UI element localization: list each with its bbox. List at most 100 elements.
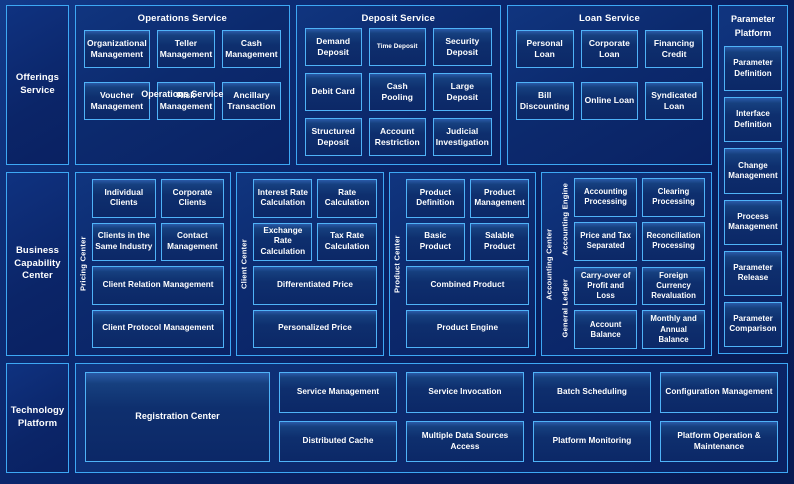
card-registration-center[interactable]: Registration Center (85, 372, 270, 462)
card-differentiated-price[interactable]: Differentiated Price (253, 266, 377, 305)
group-product-center[interactable]: Product Center Product Definition Produc… (388, 172, 537, 356)
accounting-engine-card-grid: Accounting Processing Clearing Processin… (572, 178, 706, 261)
card-carry-over-of-profit-and-loss[interactable]: Carry-over of Profit and Loss (574, 266, 638, 306)
card-basic-product[interactable]: Basic Product (405, 222, 465, 261)
group-title-deposit-service: Deposit Service (361, 13, 436, 24)
card-contact-management[interactable]: Contact Management (160, 222, 225, 261)
card-combined-product[interactable]: Combined Product (405, 266, 530, 305)
group-pricing-center[interactable]: Pricing Center Individual Clients Corpor… (75, 172, 232, 356)
card-ancillary-transaction[interactable]: Ancillary Transaction (222, 82, 281, 120)
card-parameter-comparison[interactable]: Parameter Comparison (724, 301, 782, 348)
product-center-card-grid: Product Definition Product Management Ba… (404, 173, 536, 355)
card-structured-deposit[interactable]: Structured Deposit (304, 118, 362, 156)
card-teller-management[interactable]: Teller Management (156, 30, 216, 68)
vertical-label-accounting-engine: Accounting Engine (560, 182, 570, 256)
layer-label-technology-platform: Technology Platform (6, 363, 69, 473)
card-reconciliation-processing[interactable]: Reconciliation Processing (642, 221, 706, 261)
card-interest-rate-calculation[interactable]: Interest Rate Calculation (253, 179, 313, 218)
card-change-management[interactable]: Change Management (724, 148, 782, 194)
accounting-center-inner: Accounting Engine Accounting Processing … (556, 173, 711, 355)
card-risk-management[interactable]: Risk Management (156, 82, 216, 120)
group-technology-platform[interactable]: Registration Center Service Management S… (75, 363, 788, 473)
group-client-center[interactable]: Client Center Interest Rate Calculation … (236, 172, 384, 356)
card-price-and-tax-separated[interactable]: Price and Tax Separated (574, 221, 638, 261)
technology-platform-text: Technology Platform (10, 405, 65, 429)
group-parameter-platform[interactable]: Parameter Platform Parameter Definition … (718, 5, 788, 354)
card-service-management[interactable]: Service Management (279, 372, 397, 413)
card-personal-loan[interactable]: Personal Loan (515, 30, 574, 68)
vertical-label-client-center: Client Center (239, 239, 249, 289)
card-cash-pooling[interactable]: Cash Pooling (368, 73, 426, 111)
card-parameter-release[interactable]: Parameter Release (724, 250, 782, 296)
card-client-protocol-management[interactable]: Client Protocol Management (92, 309, 225, 348)
card-account-balance[interactable]: Account Balance (574, 310, 638, 349)
vertical-label-accounting-center: Accounting Center (544, 228, 554, 300)
group-title-operations-service: Operations Service (137, 13, 227, 24)
card-salable-product[interactable]: Salable Product (469, 222, 530, 261)
registration-center-wrapper: Registration Center (85, 372, 270, 462)
layer-label-offerings-service: Offerings Service (6, 5, 69, 165)
card-product-definition[interactable]: Product Definition (405, 179, 465, 218)
vertical-label-pricing-center: Pricing Center (78, 236, 88, 292)
card-multiple-data-sources-access[interactable]: Multiple Data Sources Access (406, 421, 524, 462)
card-platform-operation-maintenance[interactable]: Platform Operation & Maintenance (660, 421, 778, 462)
card-personalized-price[interactable]: Personalized Price (253, 309, 377, 348)
card-security-deposit[interactable]: Security Deposit (432, 28, 492, 66)
card-clearing-processing[interactable]: Clearing Processing (642, 178, 706, 217)
card-monthly-and-annual-balance[interactable]: Monthly and Annual Balance (642, 310, 706, 349)
technology-platform-card-grid: Service Management Service Invocation Ba… (279, 372, 778, 462)
card-foreign-currency-revaluation[interactable]: Foreign Currency Revaluation (642, 266, 706, 306)
technology-platform-row: Technology Platform Registration Center … (6, 363, 788, 473)
card-product-management[interactable]: Product Management (469, 179, 530, 218)
offerings-service-text: Offerings Service (15, 72, 60, 96)
deposit-service-card-grid: Demand Deposit Time Deposit Security Dep… (297, 24, 500, 165)
card-judicial-investigation[interactable]: Judicial Investigation (432, 118, 492, 156)
card-tax-rate-calculation[interactable]: Tax Rate Calculation (317, 222, 377, 261)
group-deposit-service[interactable]: Deposit Service Demand Deposit Time Depo… (295, 5, 501, 165)
loan-service-card-grid: Personal Loan Corporate Loan Financing C… (508, 24, 711, 129)
card-debit-card[interactable]: Debit Card (304, 73, 362, 111)
card-accounting-processing[interactable]: Accounting Processing (574, 178, 638, 217)
group-operations-service[interactable]: Operations Service Operations Service Or… (75, 5, 290, 165)
card-demand-deposit[interactable]: Demand Deposit (304, 28, 362, 66)
card-platform-monitoring[interactable]: Platform Monitoring (533, 421, 651, 462)
general-ledger-card-grid: Carry-over of Profit and Loss Foreign Cu… (572, 266, 706, 349)
card-parameter-definition[interactable]: Parameter Definition (724, 46, 782, 92)
card-process-management[interactable]: Process Management (724, 199, 782, 245)
subgroup-accounting-engine: Accounting Engine Accounting Processing … (558, 178, 706, 261)
business-groups-wrapper: Pricing Center Individual Clients Corpor… (75, 172, 713, 356)
card-individual-clients[interactable]: Individual Clients (92, 179, 156, 218)
card-corporate-loan[interactable]: Corporate Loan (580, 30, 639, 68)
card-batch-scheduling[interactable]: Batch Scheduling (533, 372, 651, 413)
card-cash-management[interactable]: Cash Management (222, 30, 281, 68)
client-center-card-grid: Interest Rate Calculation Rate Calculati… (251, 173, 383, 355)
card-clients-in-the-same-industry[interactable]: Clients in the Same Industry (92, 222, 156, 261)
card-distributed-cache[interactable]: Distributed Cache (279, 421, 397, 462)
group-ghost-label-operations-service: Operations Service (141, 89, 224, 99)
vertical-label-product-center: Product Center (392, 235, 402, 293)
card-service-invocation[interactable]: Service Invocation (406, 372, 524, 413)
card-product-engine[interactable]: Product Engine (405, 309, 530, 348)
card-organizational-management[interactable]: Organizational Management (84, 30, 150, 68)
card-account-restriction[interactable]: Account Restriction (368, 118, 426, 156)
operations-service-card-grid: Organizational Management Teller Managem… (76, 24, 289, 129)
card-rate-calculation[interactable]: Rate Calculation (317, 179, 377, 218)
card-bill-discounting[interactable]: Bill Discounting (515, 82, 574, 120)
card-voucher-management[interactable]: Voucher Management (84, 82, 150, 120)
card-corporate-clients[interactable]: Corporate Clients (160, 179, 225, 218)
card-large-deposit[interactable]: Large Deposit (432, 73, 492, 111)
card-time-deposit[interactable]: Time Deposit (368, 28, 426, 66)
group-loan-service[interactable]: Loan Service Personal Loan Corporate Loa… (506, 5, 712, 165)
card-exchange-rate-calculation[interactable]: Exchange Rate Calculation (253, 222, 313, 261)
card-configuration-management[interactable]: Configuration Management (660, 372, 778, 413)
offerings-service-row: Offerings Service Operations Service Ope… (6, 5, 788, 354)
layer-label-business-capability-center: Business Capability Center (6, 172, 69, 356)
card-client-relation-management[interactable]: Client Relation Management (92, 266, 225, 305)
vertical-label-general-ledger: General Ledger (560, 278, 570, 338)
card-financing-credit[interactable]: Financing Credit (645, 30, 703, 68)
business-capability-center-row: Business Capability Center Pricing Cente… (6, 172, 788, 356)
group-accounting-center[interactable]: Accounting Center Accounting Engine Acco… (541, 172, 713, 356)
card-syndicated-loan[interactable]: Syndicated Loan (645, 82, 703, 120)
card-online-loan[interactable]: Online Loan (580, 82, 639, 120)
card-interface-definition[interactable]: Interface Definition (724, 97, 782, 143)
